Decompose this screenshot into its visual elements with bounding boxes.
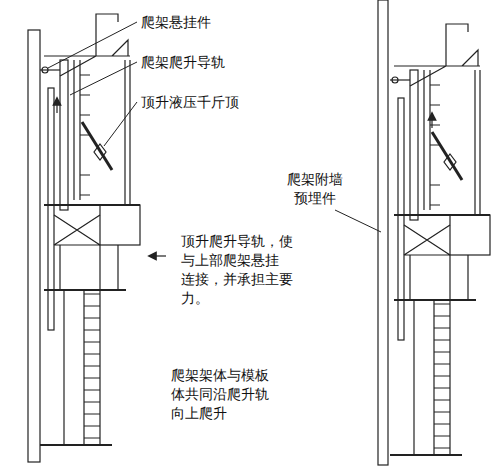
- note-text: 顶升爬升导轨，使 与上部爬架悬挂 连接，并承担主要 力。: [180, 232, 297, 308]
- part-label: 爬架爬升导轨: [140, 53, 226, 72]
- part-label: 爬架附墙 预埋件: [283, 170, 347, 208]
- part-label: 顶升液压千斤顶: [140, 93, 240, 112]
- part-label: 爬架悬挂件: [140, 13, 212, 32]
- note-text: 爬架架体与模板 体共同沿爬升轨 向上爬升: [170, 366, 273, 423]
